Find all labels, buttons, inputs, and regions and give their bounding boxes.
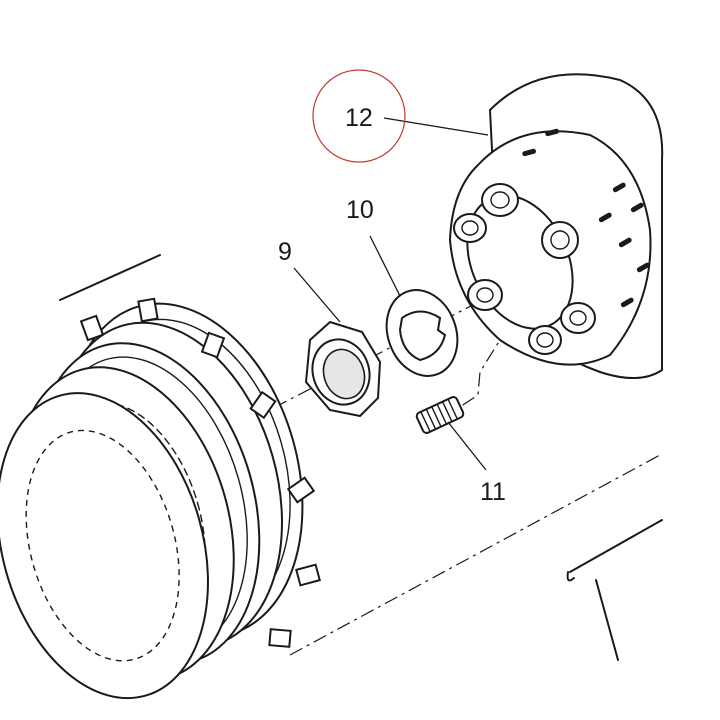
part-9-nut <box>304 320 382 418</box>
callout-12-label: 12 <box>345 104 373 132</box>
part-11-spring <box>415 396 465 434</box>
callout-9-label: 9 <box>278 238 292 266</box>
callout-11-label: 11 <box>480 478 506 506</box>
clutch-plate-stack <box>0 254 321 700</box>
part-10-washer <box>385 289 459 377</box>
part-12-clutch-hub <box>448 73 664 380</box>
housing-fragment <box>566 519 663 661</box>
highlight-circle <box>312 69 406 163</box>
callout-10-label: 10 <box>346 196 374 224</box>
callout-leaders <box>293 117 489 471</box>
